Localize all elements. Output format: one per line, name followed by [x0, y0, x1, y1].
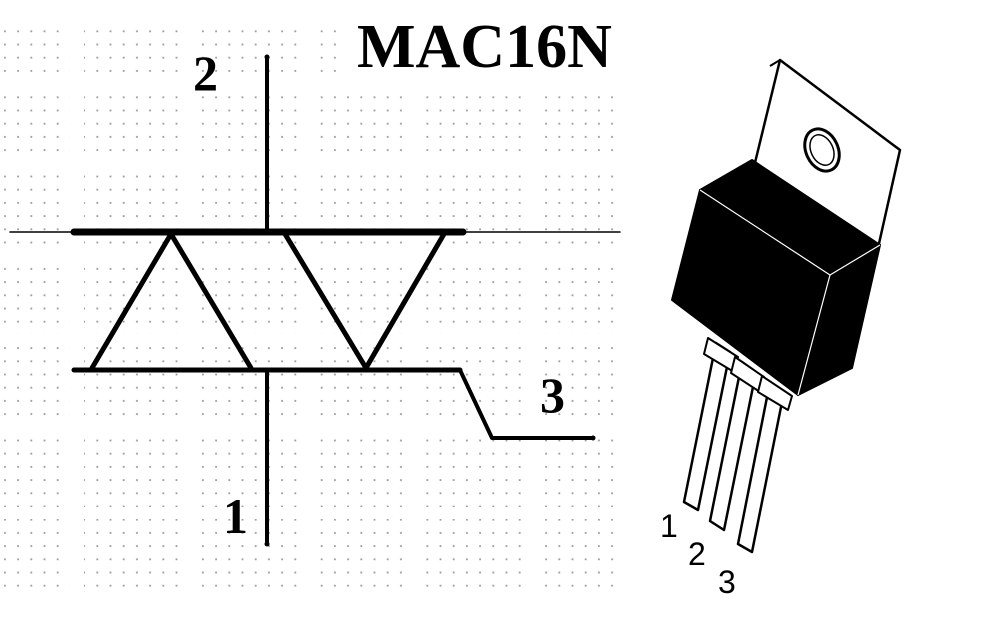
gate-lead	[458, 368, 594, 440]
package-pin-label-1: 1	[660, 508, 678, 544]
pin-label-2: 2	[193, 45, 218, 101]
right-thyristor-triangle	[282, 231, 447, 371]
mounting-hole	[803, 127, 841, 173]
left-thyristor-triangle	[89, 231, 254, 371]
package-pin-label-2: 2	[688, 536, 706, 572]
terminal-1-end	[264, 541, 270, 547]
dot-grid	[0, 10, 670, 600]
pin-label-1: 1	[223, 488, 248, 544]
part-title: MAC16N	[357, 13, 612, 81]
package-pin-label-3: 3	[718, 564, 736, 600]
gate-end	[590, 435, 596, 441]
to220-package	[671, 58, 902, 554]
terminal-2-end	[264, 54, 270, 60]
triac-symbol	[9, 54, 621, 547]
pin-label-3: 3	[540, 367, 565, 423]
